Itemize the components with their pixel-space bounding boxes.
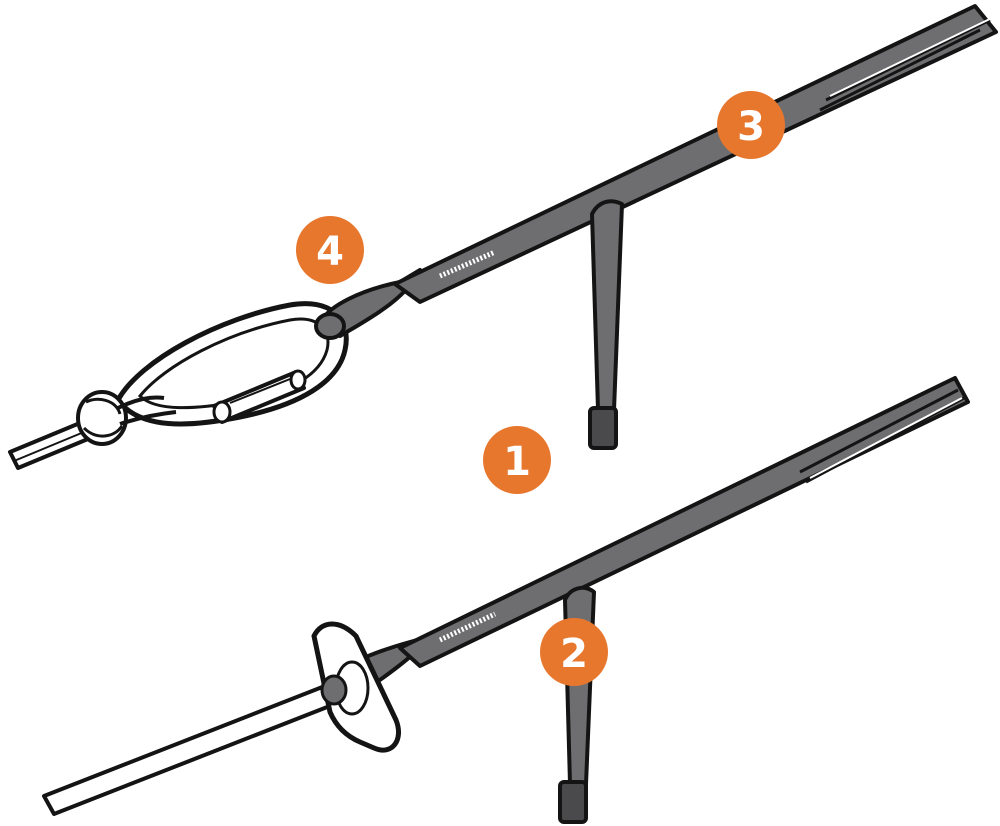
callout-3: 3: [717, 91, 785, 159]
toggle-icon: [311, 621, 401, 753]
callout-3-number: 3: [737, 104, 765, 150]
callout-4-number: 4: [316, 229, 344, 275]
callout-2-number: 2: [560, 631, 588, 677]
callout-2: 2: [540, 618, 608, 686]
bottom-rope: [42, 682, 342, 816]
callout-1: 1: [483, 426, 551, 494]
rope-knot: [76, 390, 177, 446]
carabiner-icon: [115, 301, 349, 427]
bottom-assembly: [42, 376, 970, 824]
bottom-webbing-strap: [398, 376, 970, 668]
callout-1-number: 1: [503, 439, 531, 485]
top-webbing-leg: [588, 199, 624, 450]
callout-4: 4: [296, 216, 364, 284]
top-webbing-strap: [393, 4, 998, 304]
top-assembly: [8, 4, 998, 470]
